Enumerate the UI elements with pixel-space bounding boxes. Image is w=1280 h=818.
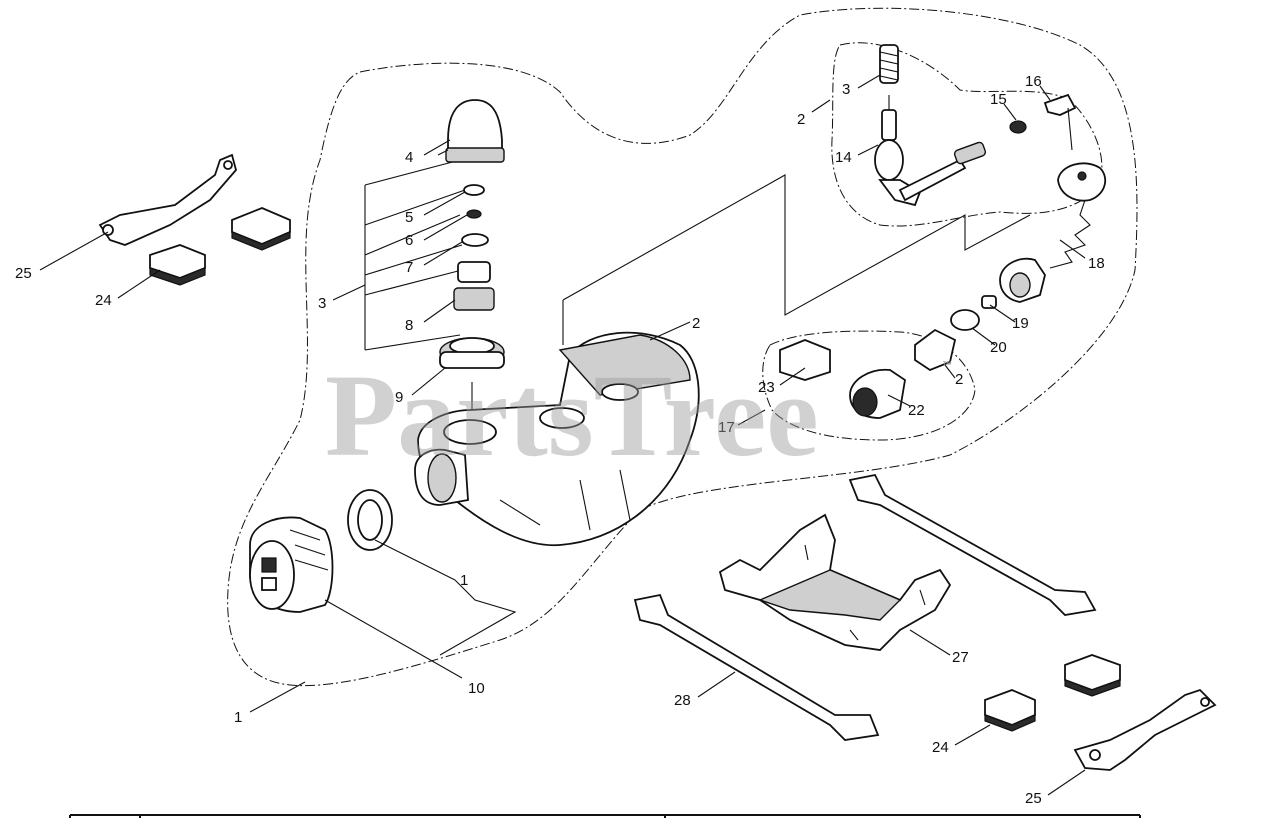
callout-2-right: 2 (797, 111, 805, 128)
callout-25-left: 25 (15, 265, 32, 282)
filter-body-18 (999, 257, 1046, 303)
callout-3-left: 3 (318, 295, 326, 312)
callout-16: 16 (1025, 73, 1042, 90)
callout-24-left: 24 (95, 292, 112, 309)
box-line (562, 174, 1031, 345)
cube-23 (779, 339, 831, 381)
filter-22 (849, 368, 906, 419)
elbow-16 (1043, 93, 1077, 151)
callout-5: 5 (405, 209, 413, 226)
fuel-tank (414, 331, 700, 546)
right-rubber-mount-upper (1064, 654, 1121, 697)
washer-stack (461, 184, 489, 247)
callout-25-right: 25 (1025, 790, 1042, 807)
callout-15: 15 (990, 91, 1007, 108)
callout-23: 23 (758, 379, 775, 396)
left-rubber-mount-upper (231, 207, 291, 251)
pump-group-outline (831, 42, 1103, 227)
hose-spring (1049, 199, 1091, 269)
filter-group-outline (762, 330, 976, 441)
callout-1-tank: 1 (234, 709, 242, 726)
callout-19: 19 (1012, 315, 1029, 332)
grommet-2-small (914, 328, 957, 372)
bracket-left (364, 159, 466, 351)
callout-24-right: 24 (932, 739, 949, 756)
left-rubber-mount-lower (149, 244, 206, 286)
callout-18: 18 (1088, 255, 1105, 272)
callout-6: 6 (405, 232, 413, 249)
callout-labels: 4 5 6 7 3 8 9 25 24 2 1 10 1 2 3 14 15 1… (15, 73, 1105, 807)
right-mount-bracket (1073, 688, 1217, 771)
fitting-15 (1009, 120, 1027, 134)
fuel-line (898, 141, 987, 202)
strap-right (848, 473, 1097, 616)
callout-17: 17 (718, 419, 735, 436)
callout-9: 9 (395, 389, 403, 406)
primer-bulb-cap (437, 99, 505, 163)
watermark-trademark: ™ (942, 360, 952, 371)
small-washer-19 (981, 295, 997, 309)
callout-2-upper: 2 (692, 315, 700, 332)
callout-7: 7 (405, 259, 413, 276)
leader-lines (39, 74, 1086, 796)
threaded-ring (439, 337, 505, 369)
callout-2-small: 2 (955, 371, 963, 388)
strap-left (633, 593, 880, 741)
tank-cradle (718, 513, 952, 651)
fuel-filter-cap (1057, 162, 1107, 202)
callout-20: 20 (990, 339, 1007, 356)
fuel-cap (249, 516, 334, 613)
tank-group-outline (227, 7, 1138, 687)
callout-14: 14 (835, 149, 852, 166)
callout-1-cap: 1 (460, 572, 468, 589)
callout-22: 22 (908, 402, 925, 419)
callout-3-top: 3 (842, 81, 850, 98)
primer-spring (879, 44, 899, 84)
callout-4: 4 (405, 149, 413, 166)
callout-8: 8 (405, 317, 413, 334)
callout-10: 10 (468, 680, 485, 697)
left-mount-bracket (98, 153, 237, 246)
o-ring-20 (950, 309, 980, 331)
gasket-ring (347, 489, 393, 551)
callout-28: 28 (674, 692, 691, 709)
right-rubber-mount-lower (984, 689, 1036, 732)
bushing (453, 261, 495, 311)
watermark: PartsTree (325, 350, 819, 481)
callout-27: 27 (952, 649, 969, 666)
